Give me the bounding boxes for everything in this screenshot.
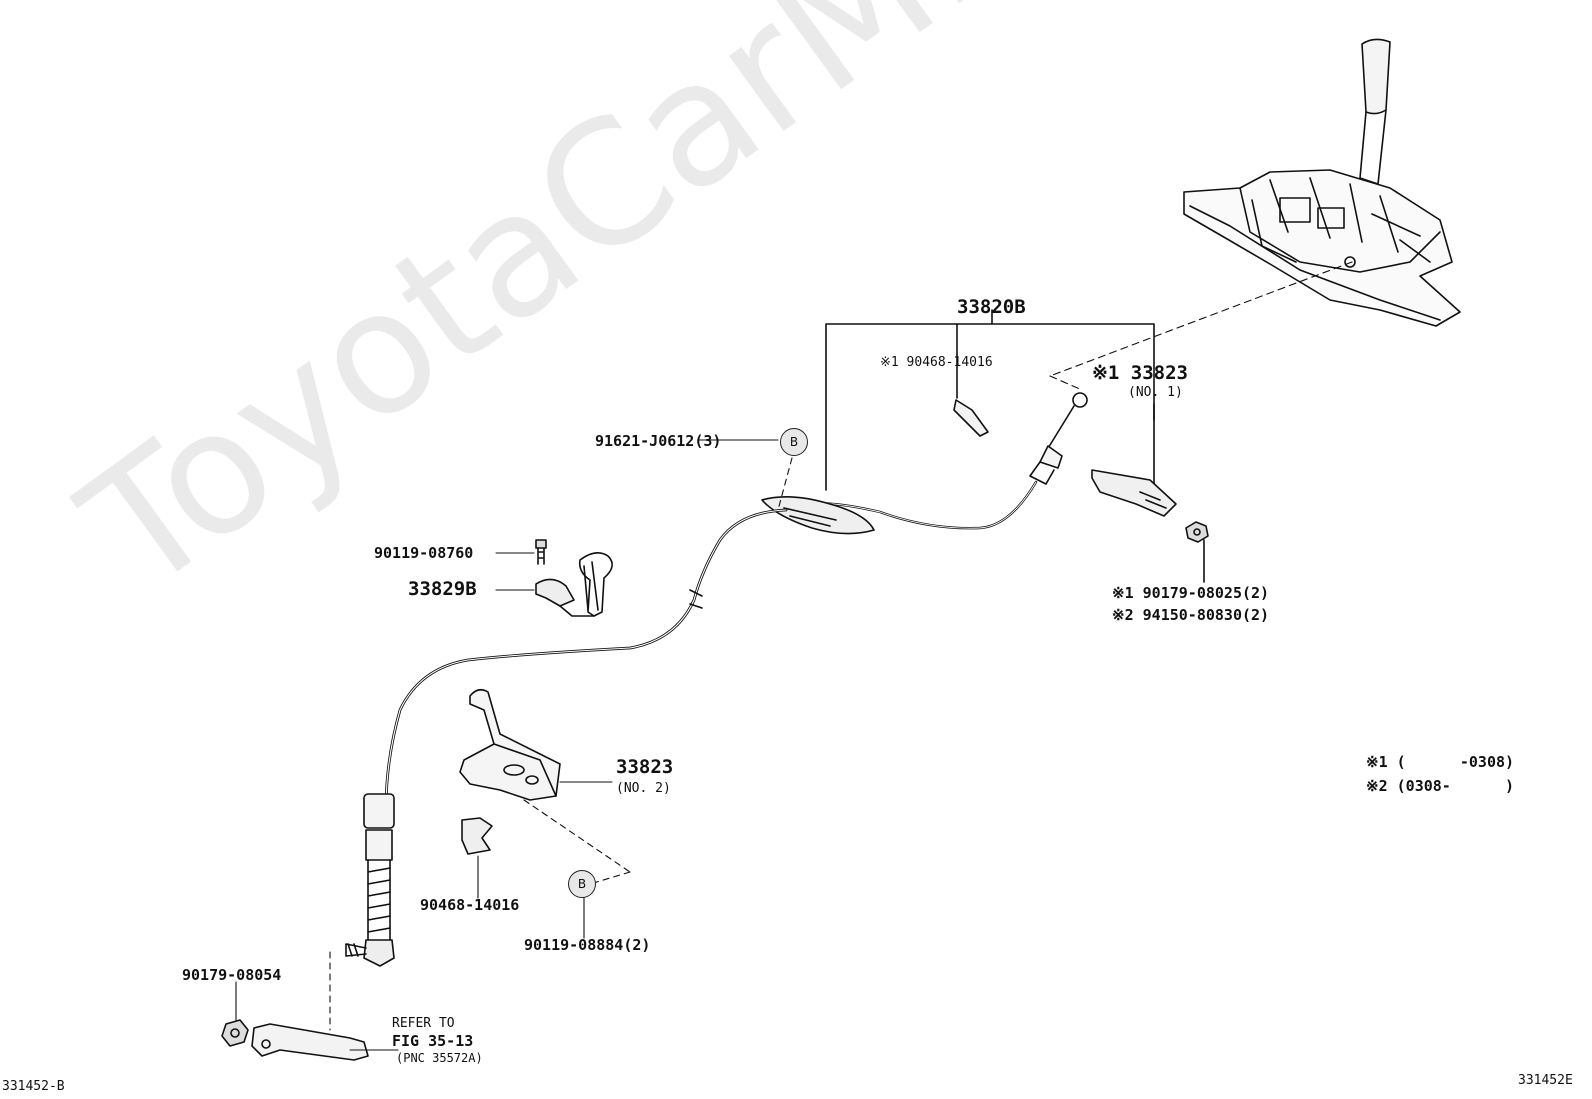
- label-bolt-2: 90119-08884(2): [524, 936, 651, 954]
- label-bracket-no2: 33823: [616, 756, 674, 778]
- nut-shape: [1185, 521, 1209, 583]
- label-bolt-1: 90119-08760: [374, 544, 474, 562]
- label-clip-marked: ※1 90468-14016: [880, 355, 993, 370]
- bracket-no2: [459, 688, 613, 801]
- legend-note1: ※1 ( -0308): [1366, 753, 1515, 771]
- cable-upper-end: [1029, 392, 1088, 485]
- legend-note2: ※2 (0308- ): [1366, 777, 1515, 795]
- shift-lever-assembly: [1183, 38, 1461, 327]
- label-shift-cable-assy: 33820B: [957, 296, 1026, 318]
- group-bracket-33820b: [825, 309, 1155, 491]
- figure-code-left: 331452-B: [2, 1079, 65, 1094]
- label-bracket-no1-note: (NO. 1): [1128, 385, 1183, 400]
- label-bracket-no2-note: (NO. 2): [616, 781, 671, 796]
- circle-tag-b-lower: B: [568, 870, 596, 898]
- label-nut: 90179-08054: [182, 966, 282, 984]
- cable-lower-end: [345, 793, 395, 967]
- label-clip: 90468-14016: [420, 896, 520, 914]
- label-bolt-b: 91621-J0612(3): [595, 432, 722, 450]
- label-bracket-no1: ※1 33823: [1092, 362, 1188, 384]
- circle-tag-b-upper: B: [780, 428, 808, 456]
- label-refer-line1: REFER TO: [392, 1016, 455, 1031]
- figure-code-right: 331452E: [1518, 1073, 1573, 1088]
- label-refer-line2: FIG 35-13: [392, 1032, 474, 1050]
- label-clamp: 33829B: [408, 578, 477, 600]
- label-nut-alt2: ※2 94150-80830(2): [1112, 606, 1270, 624]
- label-nut-alt1: ※1 90179-08025(2): [1112, 584, 1270, 602]
- label-refer-line3: (PNC 35572A): [396, 1051, 483, 1065]
